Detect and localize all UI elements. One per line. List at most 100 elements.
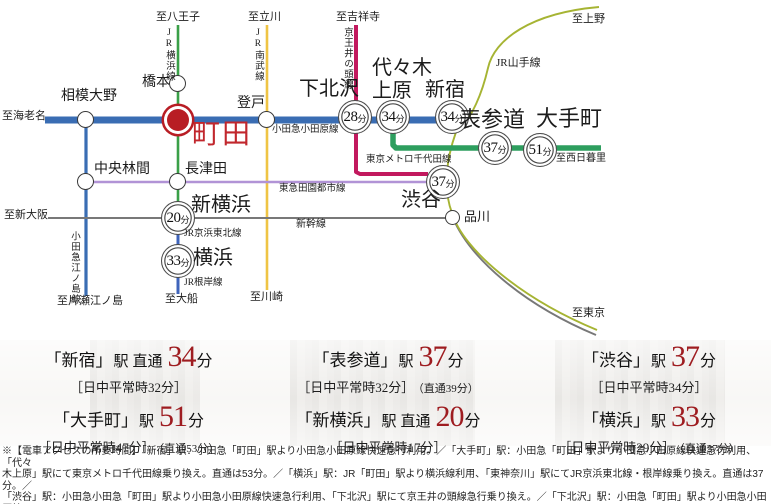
badge-minutes: 28	[343, 108, 358, 125]
station-circle-hashimoto	[169, 75, 186, 92]
line-label-jr-negishi: JR根岸線	[184, 278, 223, 288]
direct-note: （直通37分）	[679, 443, 740, 455]
badge-minutes: 34	[440, 108, 455, 125]
station-name: 「表参道」	[312, 351, 398, 370]
station-label-machida: 町田	[192, 119, 253, 150]
minutes-unit: 分	[447, 353, 464, 370]
badge-unit: 分	[445, 179, 455, 189]
label-to-kawasaki: 至川崎	[250, 291, 283, 303]
station-name: 「渋谷」	[581, 351, 650, 370]
access-note: ［日中平常時32分］	[0, 377, 257, 396]
minutes-value: 33	[671, 400, 700, 433]
label-to-ebina: 至海老名	[2, 110, 46, 122]
offpeak-note: ［日中平常時34分］	[590, 380, 708, 395]
direct-note: （直通39分）	[418, 383, 479, 395]
access-note: ［日中平常時17分］	[257, 437, 519, 456]
line-label-odakyu-odawara: 小田急小田原線	[272, 125, 339, 135]
station-name: 「新宿」	[44, 351, 113, 370]
badge-minutes: 37	[483, 139, 498, 156]
minutes-unit: 分	[464, 413, 481, 430]
label-to-tachikawa: 至立川	[248, 11, 281, 23]
minutes-value: 37	[671, 340, 700, 373]
badge-unit: 分	[395, 114, 405, 124]
badge-unit: 分	[180, 258, 190, 268]
line-label-chiyoda: 東京メトロ千代田線	[366, 155, 452, 165]
station-label-hashimoto: 橋本	[142, 75, 170, 90]
station-label-yoyogiuehara-1: 代々木	[372, 57, 432, 79]
access-note: ［日中平常時32分］（直通39分）	[257, 377, 519, 396]
badge-unit: 分	[180, 215, 190, 225]
station-label-nagatsuta: 長津田	[185, 162, 227, 177]
station-name: 「横浜」	[581, 411, 650, 430]
machida-station-marker	[167, 109, 189, 131]
direct-label: 直通	[400, 414, 431, 430]
station-label-shimokitazawa: 下北沢	[299, 78, 359, 100]
station-label-noborito: 登戸	[237, 96, 265, 111]
station-label-shinyokohama: 新横浜	[191, 194, 251, 216]
station-circle-nagatsuta	[169, 173, 186, 190]
line-label-denentoshi: 東急田園都市線	[279, 184, 346, 194]
station-label-shibuya: 渋谷	[401, 189, 441, 211]
station-suffix: 駅	[398, 354, 414, 370]
station-label-shinagawa: 品川	[464, 209, 491, 224]
badge-minutes: 34	[381, 108, 396, 125]
label-to-ofuna: 至大船	[165, 293, 198, 305]
disclaimer-line-3: 「渋谷」駅：小田急小田急「町田」駅より小田急小田原線快速急行利用、「下北沢」駅に…	[2, 492, 767, 504]
direct-note: （直通53分）	[158, 443, 220, 455]
station-label-yokohama: 横浜	[193, 247, 233, 269]
badge-minutes: 20	[166, 209, 181, 226]
disclaimer-line-2: 木上原」駅にて東京メトロ千代田線乗り換え。直通は53分。／「横浜」駅：JR「町田…	[2, 469, 764, 492]
access-note: ［日中平常時34分］	[527, 377, 771, 396]
badge-unit: 分	[497, 145, 507, 155]
line-label-jr-nambu: JR南武線	[252, 28, 263, 82]
label-to-tokyo: 至東京	[572, 307, 605, 319]
line-label-odakyu-enoshima: 小田急江ノ島線	[68, 231, 79, 305]
badge-minutes: 37	[431, 173, 446, 190]
access-note: ［日中平常時47分］（直通53分）	[0, 437, 257, 456]
station-suffix: 駅	[650, 414, 666, 430]
label-to-kichijoji: 至吉祥寺	[336, 11, 380, 23]
station-circle-shinagawa	[445, 210, 460, 225]
line-label-jr-keihintohoku: JR京浜東北線	[184, 229, 242, 239]
label-to-ueno: 至上野	[572, 13, 605, 25]
jr-yamanote-line-north	[458, 6, 600, 131]
station-label-shinjuku: 新宿	[425, 79, 465, 101]
station-suffix: 駅	[138, 414, 154, 430]
keio-inokashira-line	[354, 25, 428, 176]
shinkansen-line	[48, 217, 597, 336]
badge-minutes: 33	[166, 252, 181, 269]
line-label-keio-inokashira: 京王井の頭線	[341, 27, 352, 90]
label-to-shinosaka: 至新大阪	[4, 209, 48, 221]
station-name: 「大手町」	[52, 411, 138, 430]
station-suffix: 駅	[381, 414, 397, 430]
offpeak-note: ［日中平常時47分］	[37, 440, 155, 455]
station-label-yoyogiuehara-2: 上原	[372, 80, 412, 102]
badge-minutes: 51	[528, 141, 543, 158]
line-label-shinkansen: 新幹線	[296, 219, 326, 230]
access-note: ［日中平常時29分］（直通37分）	[527, 437, 771, 456]
offpeak-note: ［日中平常時29分］	[558, 440, 676, 455]
label-to-nishinippori: 至西日暮里	[556, 153, 606, 164]
minutes-unit: 分	[196, 353, 213, 370]
station-circle-sagamiono	[77, 111, 94, 128]
station-suffix: 駅	[650, 354, 666, 370]
minutes-unit: 分	[700, 353, 717, 370]
jr-yamanote-line-south	[445, 131, 598, 331]
station-name: 「新横浜」	[295, 411, 381, 430]
station-circle-chuorinkan	[77, 173, 94, 190]
